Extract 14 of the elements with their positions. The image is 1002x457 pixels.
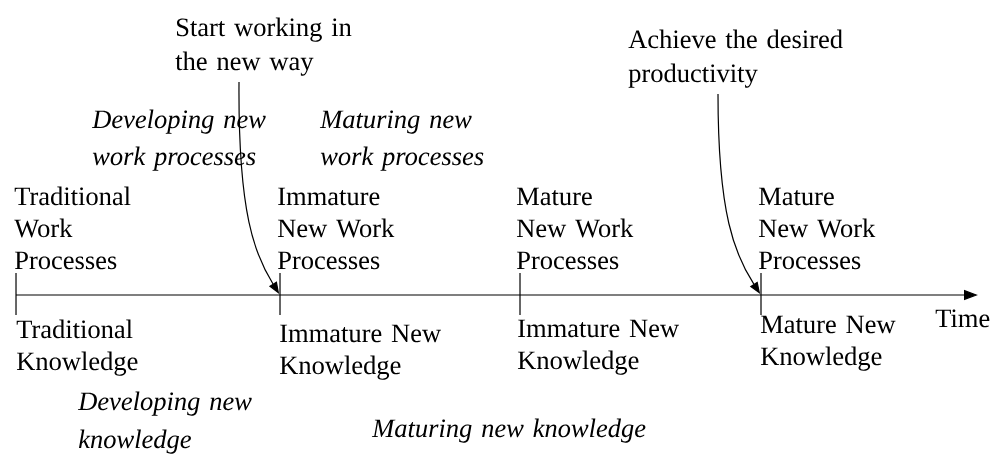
- tick-mark: [519, 273, 521, 315]
- phase-label: Maturing new work processes: [319, 110, 484, 171]
- tick-mark: [760, 273, 762, 315]
- stage-label: Immature New Knowledge: [517, 319, 679, 375]
- annotation-text: Start working in the new way: [175, 17, 352, 76]
- tick-mark: [279, 273, 281, 315]
- annotation-text: Achieve the desired productivity: [628, 29, 843, 88]
- stage-label: Immature New Knowledge: [280, 324, 441, 380]
- axis-label: Time: [935, 309, 990, 328]
- tick-mark: [15, 273, 17, 315]
- stage-label: Traditional Knowledge: [16, 319, 138, 376]
- stage-label: Mature New Knowledge: [760, 315, 896, 371]
- phase-label: Developing new knowledge: [77, 391, 252, 454]
- phase-label: Maturing new knowledge: [371, 418, 646, 443]
